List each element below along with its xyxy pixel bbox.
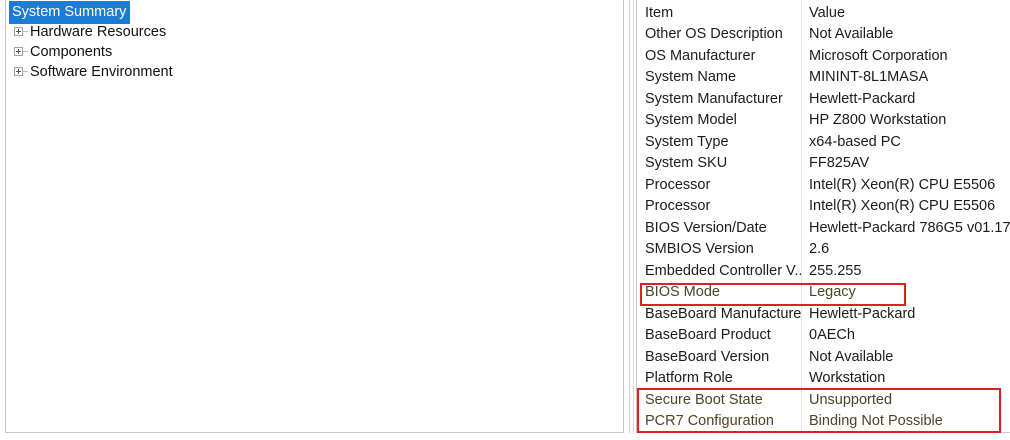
row-item-value: Workstation: [809, 370, 886, 387]
tree-item-label: Software Environment: [30, 64, 173, 80]
column-header-item[interactable]: Item: [645, 4, 674, 21]
table-row[interactable]: Platform Role Workstation: [637, 368, 1010, 390]
plus-box-icon[interactable]: [8, 62, 30, 82]
system-summary-detail-panel[interactable]: Item Value Other OS Description Not Avai…: [636, 0, 1010, 433]
tree-item-label: System Summary: [9, 0, 131, 24]
splitter-line-right: [633, 0, 634, 433]
row-item-value: HP Z800 Workstation: [809, 112, 947, 129]
table-row[interactable]: Embedded Controller V... 255.255: [637, 260, 1010, 282]
tree-item-software-environment[interactable]: Software Environment: [8, 62, 623, 82]
detail-list: Item Value Other OS Description Not Avai…: [637, 2, 1010, 432]
tree-item-label: Components: [30, 44, 113, 60]
row-item-label: SMBIOS Version: [645, 241, 754, 258]
row-item-label: System SKU: [645, 155, 728, 172]
row-item-value: 2.6: [809, 241, 830, 258]
row-item-value: Hewlett-Packard: [809, 90, 916, 107]
row-item-value: Intel(R) Xeon(R) CPU E5506: [809, 198, 996, 215]
table-row[interactable]: BaseBoard Version Not Available: [637, 346, 1010, 368]
row-item-label: Processor: [645, 176, 711, 193]
tree-root: System Summary Hardware Resources Compon…: [8, 0, 623, 82]
table-row[interactable]: BIOS Version/Date Hewlett-Packard 786G5 …: [637, 217, 1010, 239]
row-item-label: Embedded Controller V...: [645, 262, 801, 279]
plus-box-icon[interactable]: [8, 22, 30, 42]
tree-item-system-summary[interactable]: System Summary: [8, 0, 623, 24]
row-item-value: Unsupported: [809, 391, 893, 408]
row-item-value: Binding Not Possible: [809, 413, 943, 430]
row-item-value: Legacy: [809, 284, 856, 301]
table-row[interactable]: Processor Intel(R) Xeon(R) CPU E5506: [637, 196, 1010, 218]
row-item-label: BaseBoard Manufacturer: [645, 305, 801, 322]
row-item-label: Other OS Description: [645, 26, 783, 43]
plus-box-icon[interactable]: [8, 42, 30, 62]
column-header-value[interactable]: Value: [809, 4, 846, 21]
row-item-label: BaseBoard Version: [645, 348, 770, 365]
table-row[interactable]: System Name MININT-8L1MASA: [637, 67, 1010, 89]
panel-splitter[interactable]: [625, 0, 636, 433]
table-row[interactable]: System SKU FF825AV: [637, 153, 1010, 175]
row-item-label: BIOS Version/Date: [645, 219, 767, 236]
row-item-label: PCR7 Configuration: [645, 413, 774, 430]
row-item-value: Intel(R) Xeon(R) CPU E5506: [809, 176, 996, 193]
splitter-line-left: [629, 0, 630, 433]
row-item-value: 255.255: [809, 262, 862, 279]
table-row[interactable]: SMBIOS Version 2.6: [637, 239, 1010, 261]
row-item-label: System Manufacturer: [645, 90, 783, 107]
row-item-value: Hewlett-Packard: [809, 305, 916, 322]
row-item-value: Not Available: [809, 26, 894, 43]
row-item-value: FF825AV: [809, 155, 870, 172]
row-item-label: Processor: [645, 198, 711, 215]
row-item-value: 0AECh: [809, 327, 855, 344]
detail-header-row[interactable]: Item Value: [637, 2, 1010, 24]
tree-item-label: Hardware Resources: [30, 24, 167, 40]
row-item-label: Platform Role: [645, 370, 733, 387]
tree-item-hardware-resources[interactable]: Hardware Resources: [8, 22, 623, 42]
table-row[interactable]: Other OS Description Not Available: [637, 24, 1010, 46]
column-separator[interactable]: [801, 0, 802, 432]
row-item-label: BIOS Mode: [645, 284, 720, 301]
row-item-label: BaseBoard Product: [645, 327, 771, 344]
row-item-label: OS Manufacturer: [645, 47, 756, 64]
table-row[interactable]: BaseBoard Manufacturer Hewlett-Packard: [637, 303, 1010, 325]
table-row[interactable]: Processor Intel(R) Xeon(R) CPU E5506: [637, 174, 1010, 196]
table-row[interactable]: BaseBoard Product 0AECh: [637, 325, 1010, 347]
row-item-label: System Type: [645, 133, 729, 150]
row-item-label: System Model: [645, 112, 737, 129]
table-row[interactable]: System Manufacturer Hewlett-Packard: [637, 88, 1010, 110]
row-item-value: Hewlett-Packard 786G5 v01.17, 8/: [809, 219, 1010, 236]
row-item-value: Microsoft Corporation: [809, 47, 948, 64]
table-row[interactable]: System Model HP Z800 Workstation: [637, 110, 1010, 132]
table-row[interactable]: OS Manufacturer Microsoft Corporation: [637, 45, 1010, 67]
table-row-secure-boot-state[interactable]: Secure Boot State Unsupported: [637, 389, 1010, 411]
table-row-pcr7-configuration[interactable]: PCR7 Configuration Binding Not Possible: [637, 411, 1010, 433]
tree-item-components[interactable]: Components: [8, 42, 623, 62]
row-item-value: MININT-8L1MASA: [809, 69, 929, 86]
system-info-tree-panel[interactable]: System Summary Hardware Resources Compon…: [5, 0, 624, 433]
row-item-label: Secure Boot State: [645, 391, 763, 408]
table-row-bios-mode[interactable]: BIOS Mode Legacy: [637, 282, 1010, 304]
row-item-value: x64-based PC: [809, 133, 901, 150]
row-item-value: Not Available: [809, 348, 894, 365]
row-item-label: System Name: [645, 69, 737, 86]
table-row[interactable]: System Type x64-based PC: [637, 131, 1010, 153]
